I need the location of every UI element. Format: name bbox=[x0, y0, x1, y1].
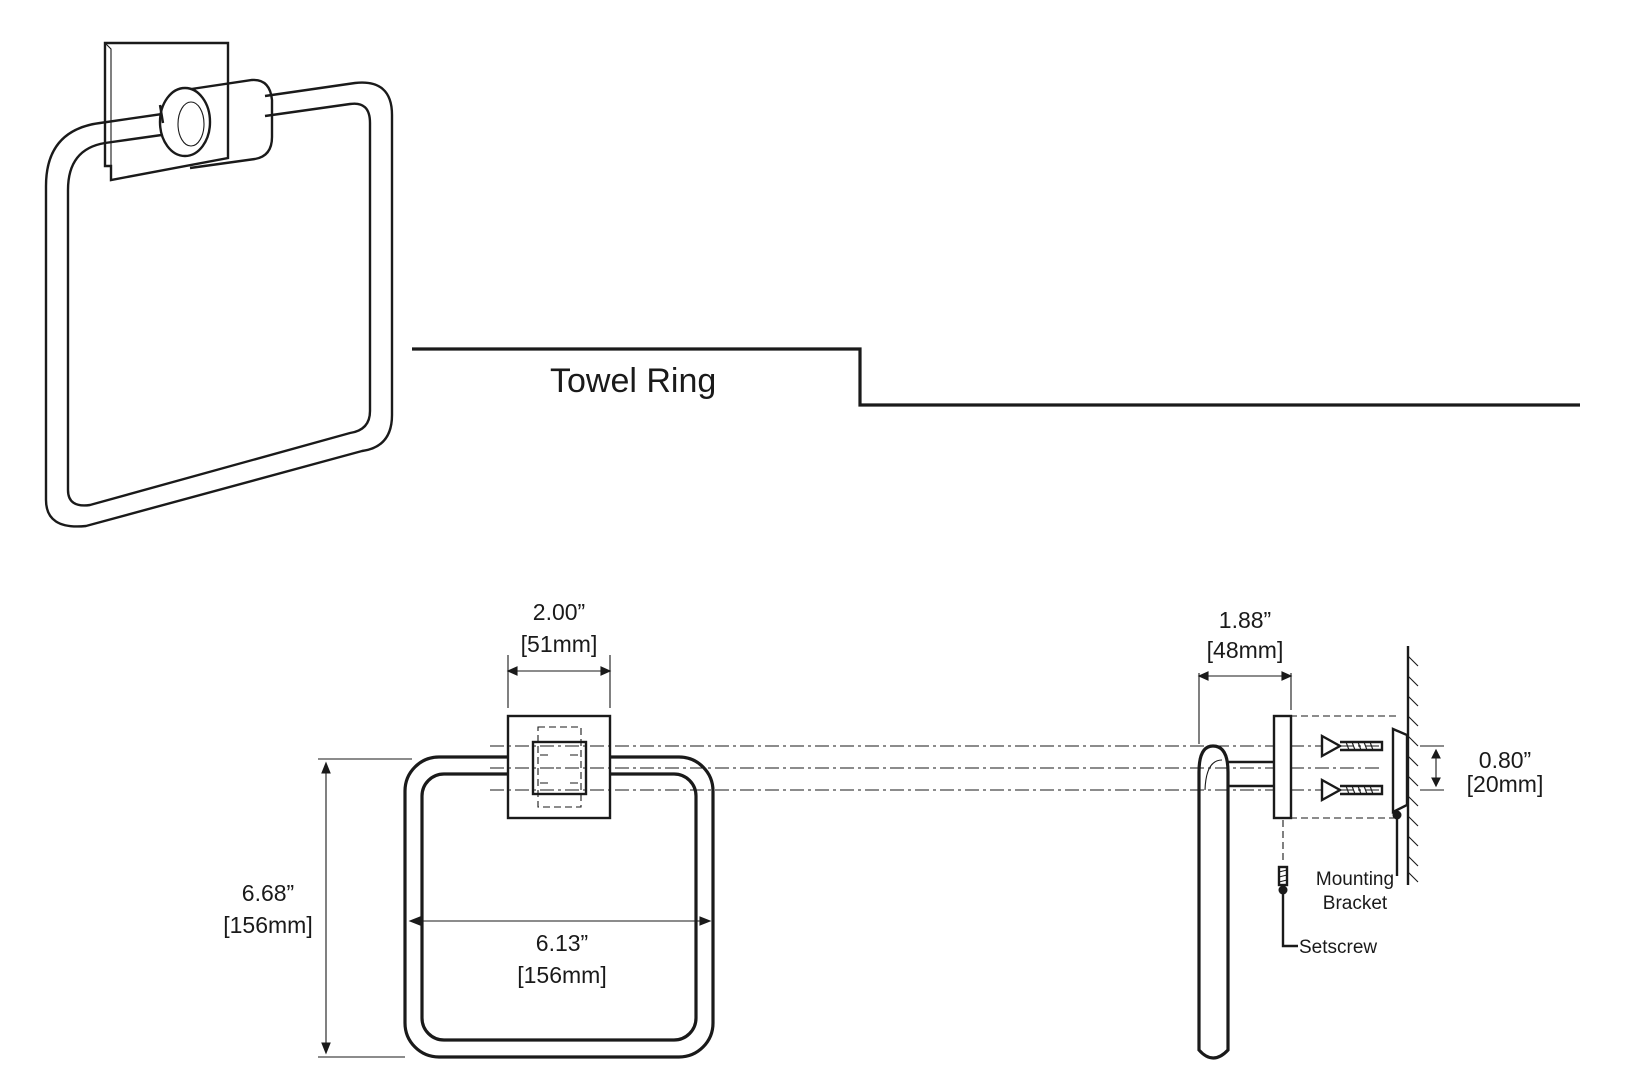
dim-width-top-metric: [51mm] bbox=[521, 631, 598, 657]
page-title: Towel Ring bbox=[550, 362, 716, 400]
side-view: 1.88” [48mm] 0.80” [20mm] Setscrew Mount… bbox=[1197, 607, 1544, 1060]
dim-depth-metric: [48mm] bbox=[1207, 637, 1284, 663]
dim-depth-imperial: 1.88” bbox=[1219, 607, 1271, 633]
side-back-plate bbox=[1272, 714, 1293, 820]
alignment-lines bbox=[490, 715, 1398, 819]
screw-lower bbox=[1320, 777, 1384, 803]
hidden-bracket-outline bbox=[537, 726, 582, 808]
dim-ring-width-imperial: 6.13” bbox=[536, 930, 588, 956]
setscrew-label: Setscrew bbox=[1299, 937, 1377, 958]
dim-height-metric: [156mm] bbox=[223, 912, 312, 938]
isometric-product-view bbox=[44, 41, 394, 528]
mounting-bracket bbox=[1391, 727, 1409, 814]
ring-side-profile bbox=[1197, 744, 1230, 1060]
dim-height-imperial: 6.68” bbox=[242, 880, 294, 906]
mounting-bracket-label-line1: Mounting bbox=[1316, 869, 1394, 890]
screw-upper bbox=[1320, 733, 1384, 759]
dim-ring-width-metric: [156mm] bbox=[517, 962, 606, 988]
dim-bracket-spacing-metric: [20mm] bbox=[1467, 771, 1544, 797]
wall-hatch bbox=[1407, 655, 1419, 883]
dim-width-top-imperial: 2.00” bbox=[533, 599, 585, 625]
mounting-bracket-label-line2: Bracket bbox=[1323, 893, 1388, 914]
front-view: 2.00” [51mm] 6.68” [156mm] 6.13” [156mm] bbox=[223, 599, 715, 1059]
title-band: Towel Ring bbox=[412, 347, 1580, 407]
title-band-rule bbox=[412, 347, 1580, 407]
dim-bracket-spacing-imperial: 0.80” bbox=[1479, 747, 1531, 773]
